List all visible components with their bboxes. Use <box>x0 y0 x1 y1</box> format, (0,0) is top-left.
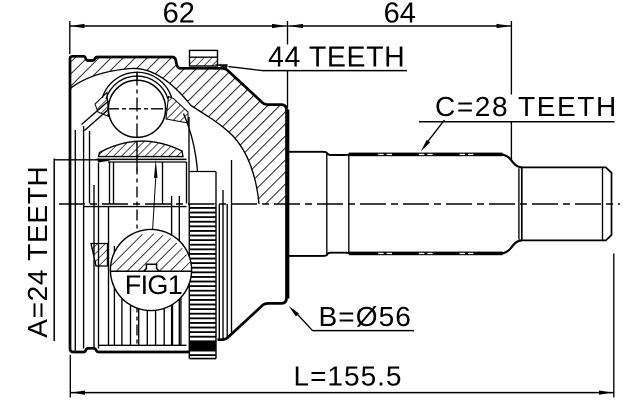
svg-text:FIG1: FIG1 <box>125 270 182 300</box>
svg-text:64: 64 <box>384 0 416 29</box>
svg-text:62: 62 <box>163 0 195 29</box>
svg-text:44 TEETH: 44 TEETH <box>268 42 405 74</box>
svg-text:C=28 TEETH: C=28 TEETH <box>435 91 618 122</box>
svg-text:A=24 TEETH: A=24 TEETH <box>22 166 53 338</box>
svg-text:L=155.5: L=155.5 <box>294 361 403 392</box>
svg-text:B=Ø56: B=Ø56 <box>319 301 412 332</box>
